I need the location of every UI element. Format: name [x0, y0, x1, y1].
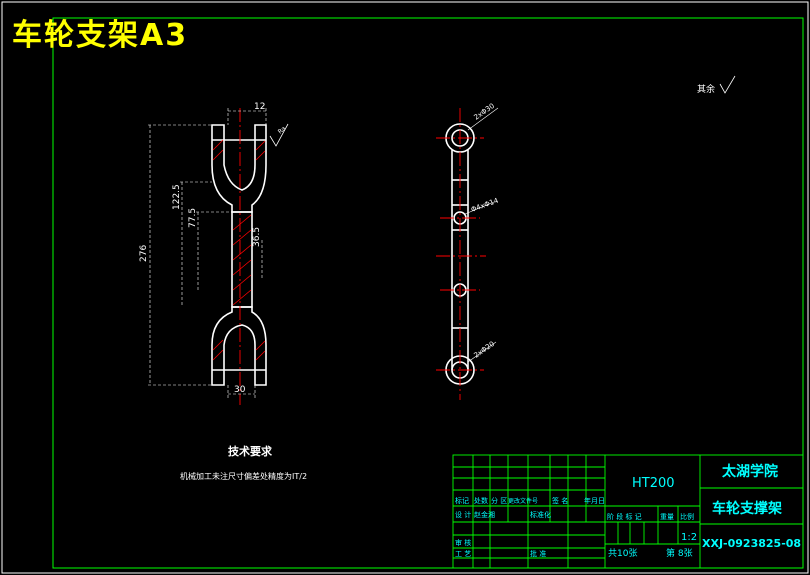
dim-bottom-width: 30 [234, 385, 246, 395]
front-view [211, 124, 267, 386]
dim-width-top: 12 [254, 102, 265, 112]
dim-dia-bottom: 2xΦ20 [473, 340, 496, 360]
side-body [451, 150, 469, 370]
tb-sheet-no: 第 8张 [666, 547, 693, 559]
tb-part-name: 车轮支撑架 [712, 500, 782, 517]
tb-h2-0: 设 计 [455, 510, 471, 519]
inner-frame [52, 17, 804, 569]
tech-line: 机械加工未注尺寸偏差处精度为IT/2 [180, 471, 307, 481]
roughness-note: 其余 [697, 75, 736, 95]
roughness-symbol-front: Ra [269, 123, 289, 147]
roughness-label-front: Ra [277, 125, 288, 136]
tb-h1-3: 更改文件号 [508, 497, 538, 505]
dim-middle: 77.5 [188, 208, 198, 228]
tb-review: 审 核 [455, 538, 471, 547]
tb-drawing-no: XXJ-0923825-08 [702, 537, 801, 550]
side-leaders [464, 107, 499, 363]
front-dimensions [148, 108, 267, 398]
dim-dia-mid: Φ4xΦ14 [470, 196, 500, 213]
dim-neck: 36.5 [252, 227, 262, 247]
tb-school: 太湖学院 [722, 463, 778, 480]
title-block-texts: HT200 太湖学院 车轮支撑架 XXJ-0923825-08 1:2 共10张… [455, 463, 801, 559]
tb-material: HT200 [632, 476, 675, 491]
dim-overall: 276 [139, 245, 149, 262]
bottom-fork-outline [211, 306, 267, 386]
sheet-title: 车轮支架A3 [12, 18, 189, 53]
tb-h2-1: 赵金湘 [474, 510, 495, 519]
front-dim-texts: 12 276 122.5 77.5 36.5 30 [139, 102, 265, 395]
tb-stage-0: 阶 段 标 记 [607, 512, 642, 521]
shaft [231, 211, 253, 308]
tb-h1-5: 年月日 [584, 496, 605, 505]
roughness-note-label: 其余 [697, 83, 715, 95]
tb-h1-0: 标记 [455, 496, 469, 505]
tb-h1-4: 签 名 [552, 496, 568, 505]
side-centerlines [436, 108, 486, 400]
tb-h1-2: 分 区 [491, 496, 507, 505]
title-block [452, 454, 804, 569]
top-fork-outline [211, 124, 267, 213]
tb-h1-1: 处数 [474, 496, 488, 505]
hatching [212, 139, 266, 361]
tb-scale: 1:2 [681, 532, 697, 543]
tb-stage-2: 比例 [680, 512, 694, 521]
tb-sheets-total: 共10张 [608, 548, 637, 559]
tech-heading: 技术要求 [228, 444, 273, 458]
tb-h2-3: 标准化 [530, 510, 551, 519]
tb-stage-1: 重量 [660, 513, 674, 521]
tb-approve: 批 准 [530, 549, 546, 558]
dim-upper: 122.5 [172, 184, 182, 210]
tb-process: 工 艺 [455, 550, 471, 558]
